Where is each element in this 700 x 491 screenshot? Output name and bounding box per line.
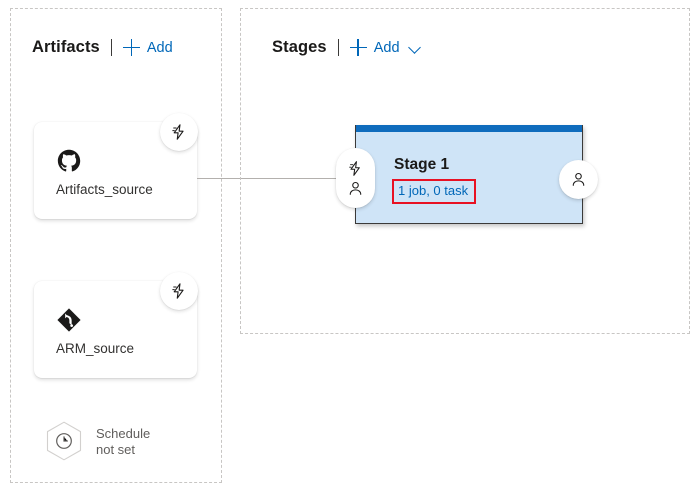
stage-summary-highlight: 1 job, 0 task — [392, 179, 477, 204]
post-deployment-conditions-button[interactable] — [559, 160, 598, 199]
continuous-deployment-trigger-badge-artifacts-source[interactable] — [160, 113, 198, 151]
azure-repos-icon — [56, 307, 82, 333]
plus-icon — [349, 39, 367, 56]
stages-panel-title: Stages — [272, 38, 327, 56]
chevron-down-icon[interactable] — [409, 42, 421, 54]
stage-title: Stage 1 — [394, 156, 450, 173]
artifacts-panel-title: Artifacts — [32, 38, 100, 56]
clock-hexagon-icon — [44, 420, 84, 464]
stages-panel-header: Stages Add — [272, 38, 421, 57]
artifact-to-stage-connector — [197, 178, 342, 179]
header-divider — [110, 39, 112, 56]
github-icon — [56, 148, 82, 174]
add-stage-button[interactable]: Add — [349, 39, 421, 56]
artifacts-panel — [10, 8, 222, 483]
artifact-card-label: ARM_source — [56, 341, 135, 356]
artifact-card-label: Artifacts_source — [56, 182, 153, 197]
person-icon — [347, 180, 364, 197]
pre-deployment-conditions-button[interactable] — [336, 148, 375, 208]
schedule-trigger-row[interactable]: Schedule not set — [44, 420, 150, 464]
stage-node-stage-1[interactable]: Stage 1 1 job, 0 task — [355, 125, 583, 224]
person-icon — [570, 171, 587, 188]
add-artifact-label: Add — [146, 39, 173, 56]
lightning-bolt-icon — [347, 160, 364, 177]
stages-panel — [240, 8, 690, 334]
lightning-bolt-icon — [170, 282, 188, 300]
continuous-deployment-trigger-badge-arm-source[interactable] — [160, 272, 198, 310]
header-divider — [337, 39, 339, 56]
artifact-card-arm-source[interactable]: ARM_source — [34, 281, 197, 378]
schedule-status-label: Schedule not set — [96, 426, 151, 457]
stage-summary-link[interactable]: 1 job, 0 task — [398, 183, 469, 198]
artifacts-panel-header: Artifacts Add — [32, 38, 173, 57]
plus-icon — [122, 39, 140, 56]
stage-accent-bar — [356, 125, 582, 132]
add-artifact-button[interactable]: Add — [122, 39, 173, 56]
lightning-bolt-icon — [170, 123, 188, 141]
add-stage-label: Add — [373, 39, 400, 56]
